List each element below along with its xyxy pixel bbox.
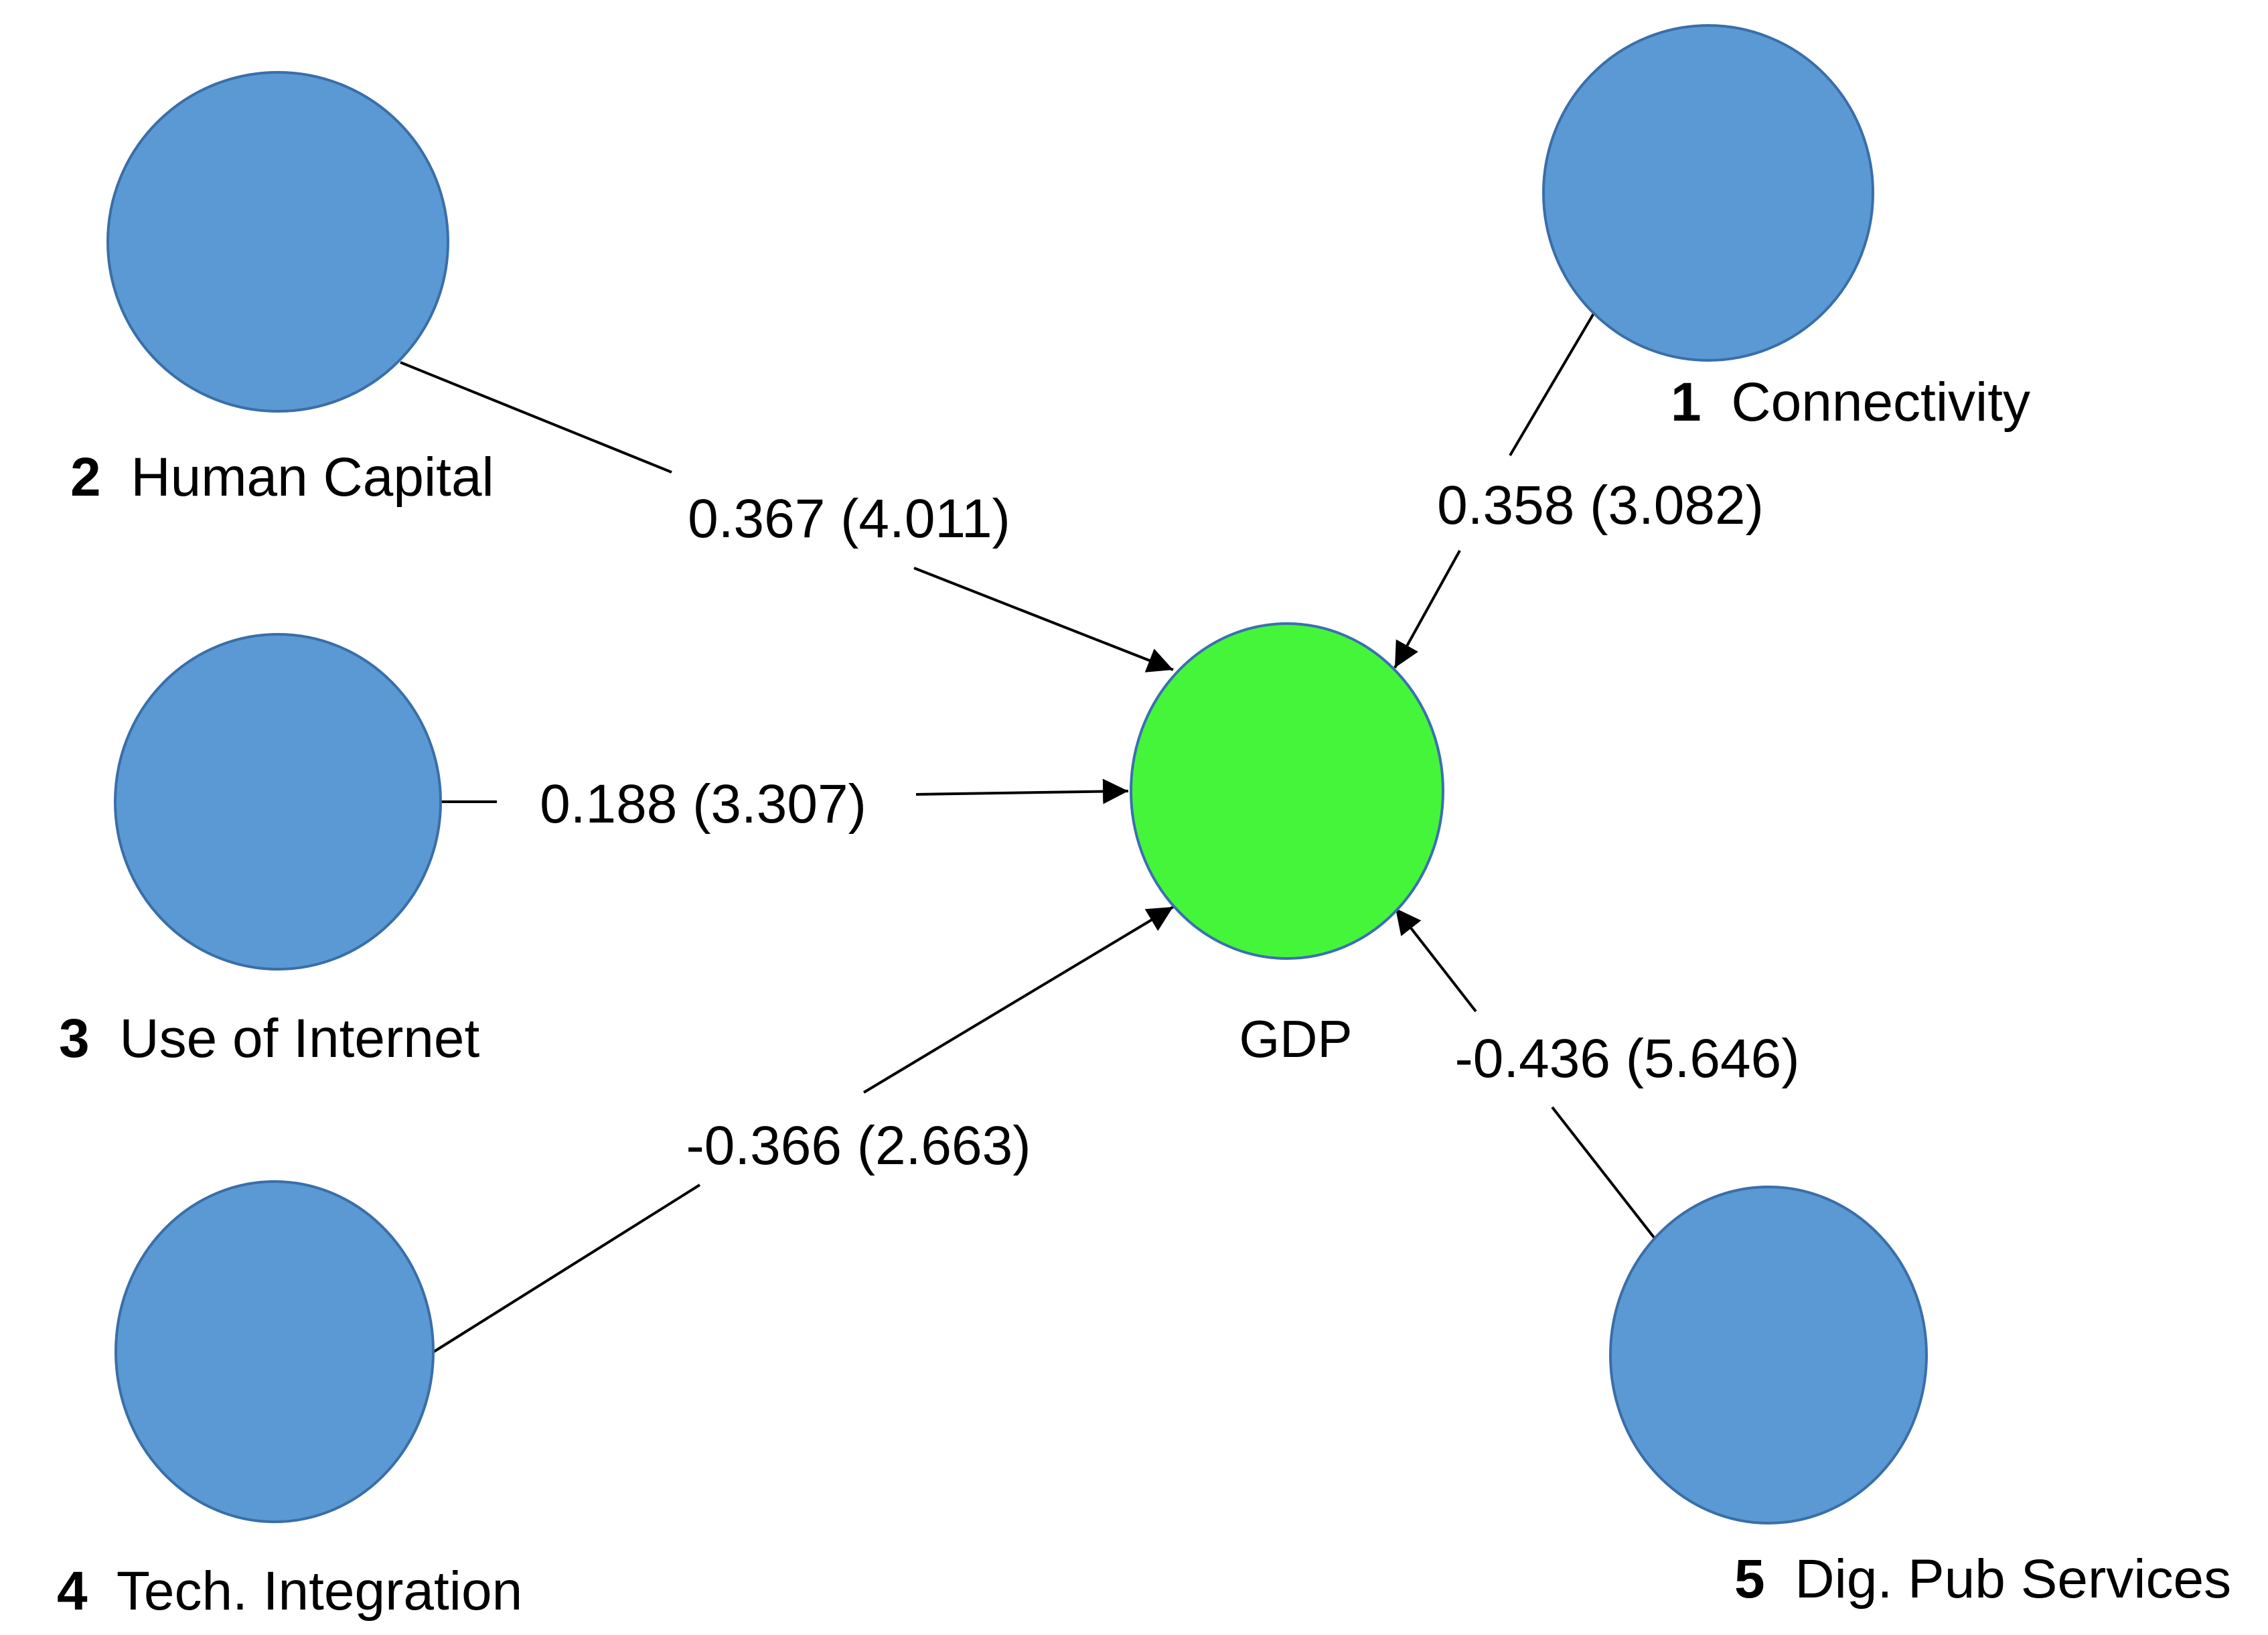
edge-tech-integration-head	[862, 906, 1175, 1094]
name-tech-integration: Tech. Integration	[117, 1561, 522, 1622]
edge-connectivity-tail	[1509, 312, 1595, 457]
coefficient-tech-integration: -0.366 (2.663)	[686, 1115, 1031, 1176]
coefficient-dig-pub-services: -0.436 (5.646)	[1454, 1028, 1799, 1089]
number-tech-integration: 4	[57, 1561, 88, 1622]
node-dig-pub-services	[1609, 1186, 1928, 1524]
edge-human-capital-head	[913, 567, 1174, 672]
number-human-capital: 2	[70, 447, 101, 508]
label-tech-integration: 4 Tech. Integration	[57, 1561, 522, 1622]
number-dig-pub-services: 5	[1734, 1549, 1765, 1610]
name-dig-pub-services: Dig. Pub Services	[1795, 1549, 2231, 1610]
name-human-capital: Human Capital	[131, 447, 494, 508]
name-use-of-internet: Use of Internet	[119, 1008, 479, 1069]
node-human-capital	[106, 71, 449, 413]
number-use-of-internet: 3	[59, 1008, 90, 1069]
node-connectivity	[1542, 24, 1874, 362]
label-gdp: GDP	[1239, 1009, 1352, 1068]
edge-human-capital-tail	[400, 361, 672, 474]
edge-labels: 0.367 (4.011) 0.188 (3.307) -0.366 (2.66…	[540, 475, 1799, 1176]
node-gdp	[1130, 622, 1444, 960]
coefficient-use-of-internet: 0.188 (3.307)	[540, 774, 866, 835]
label-connectivity: 1 Connectivity	[1671, 372, 2030, 433]
edge-dig-pub-services-tail	[1551, 1106, 1657, 1240]
outer-nodes	[106, 24, 1928, 1524]
edge-use-of-internet-head	[915, 778, 1129, 804]
name-connectivity: Connectivity	[1731, 372, 2030, 433]
label-human-capital: 2 Human Capital	[70, 447, 494, 508]
node-use-of-internet	[114, 633, 442, 971]
coefficient-connectivity: 0.358 (3.082)	[1437, 475, 1764, 536]
label-use-of-internet: 3 Use of Internet	[59, 1008, 479, 1069]
node-labels: 2 Human Capital 3 Use of Internet 4 Tech…	[57, 372, 2231, 1622]
edge-dig-pub-services-head	[1394, 907, 1477, 1013]
number-connectivity: 1	[1671, 372, 1702, 433]
label-dig-pub-services: 5 Dig. Pub Services	[1734, 1549, 2231, 1610]
coefficient-human-capital: 0.367 (4.011)	[688, 488, 1010, 549]
edges	[400, 312, 1657, 1353]
edge-connectivity-head	[1393, 550, 1461, 668]
edge-tech-integration-tail	[433, 1184, 701, 1353]
node-tech-integration	[115, 1180, 435, 1523]
